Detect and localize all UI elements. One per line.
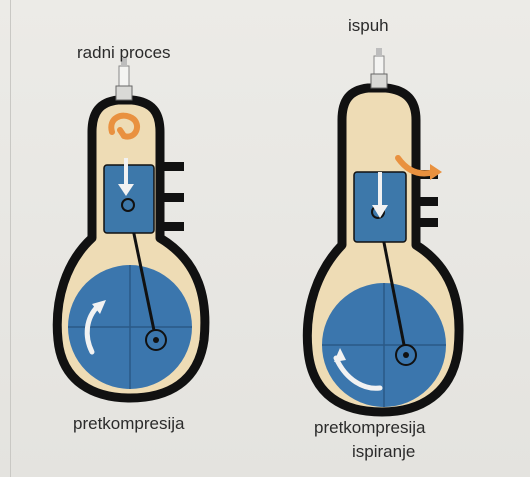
piston-pin-left [122,199,134,211]
diagram-caption-right-line2: ispiranje [352,442,415,462]
transfer-port-right-bot [416,218,438,227]
transfer-port-left-mid [160,193,184,202]
diagram-title-left: radni proces [77,43,171,63]
transfer-port-left-top [160,162,184,171]
spark-plug-icon [371,48,387,88]
diagram-caption-right-line1: pretkompresija [314,418,426,438]
engine-left [57,58,205,398]
diagram-title-right: ispuh [348,16,389,36]
spark-plug-icon [116,58,132,100]
diagram-caption-left: pretkompresija [73,414,185,434]
transfer-port-right-mid [416,197,438,206]
transfer-port-left-bot [160,222,184,231]
engine-right [307,48,459,412]
